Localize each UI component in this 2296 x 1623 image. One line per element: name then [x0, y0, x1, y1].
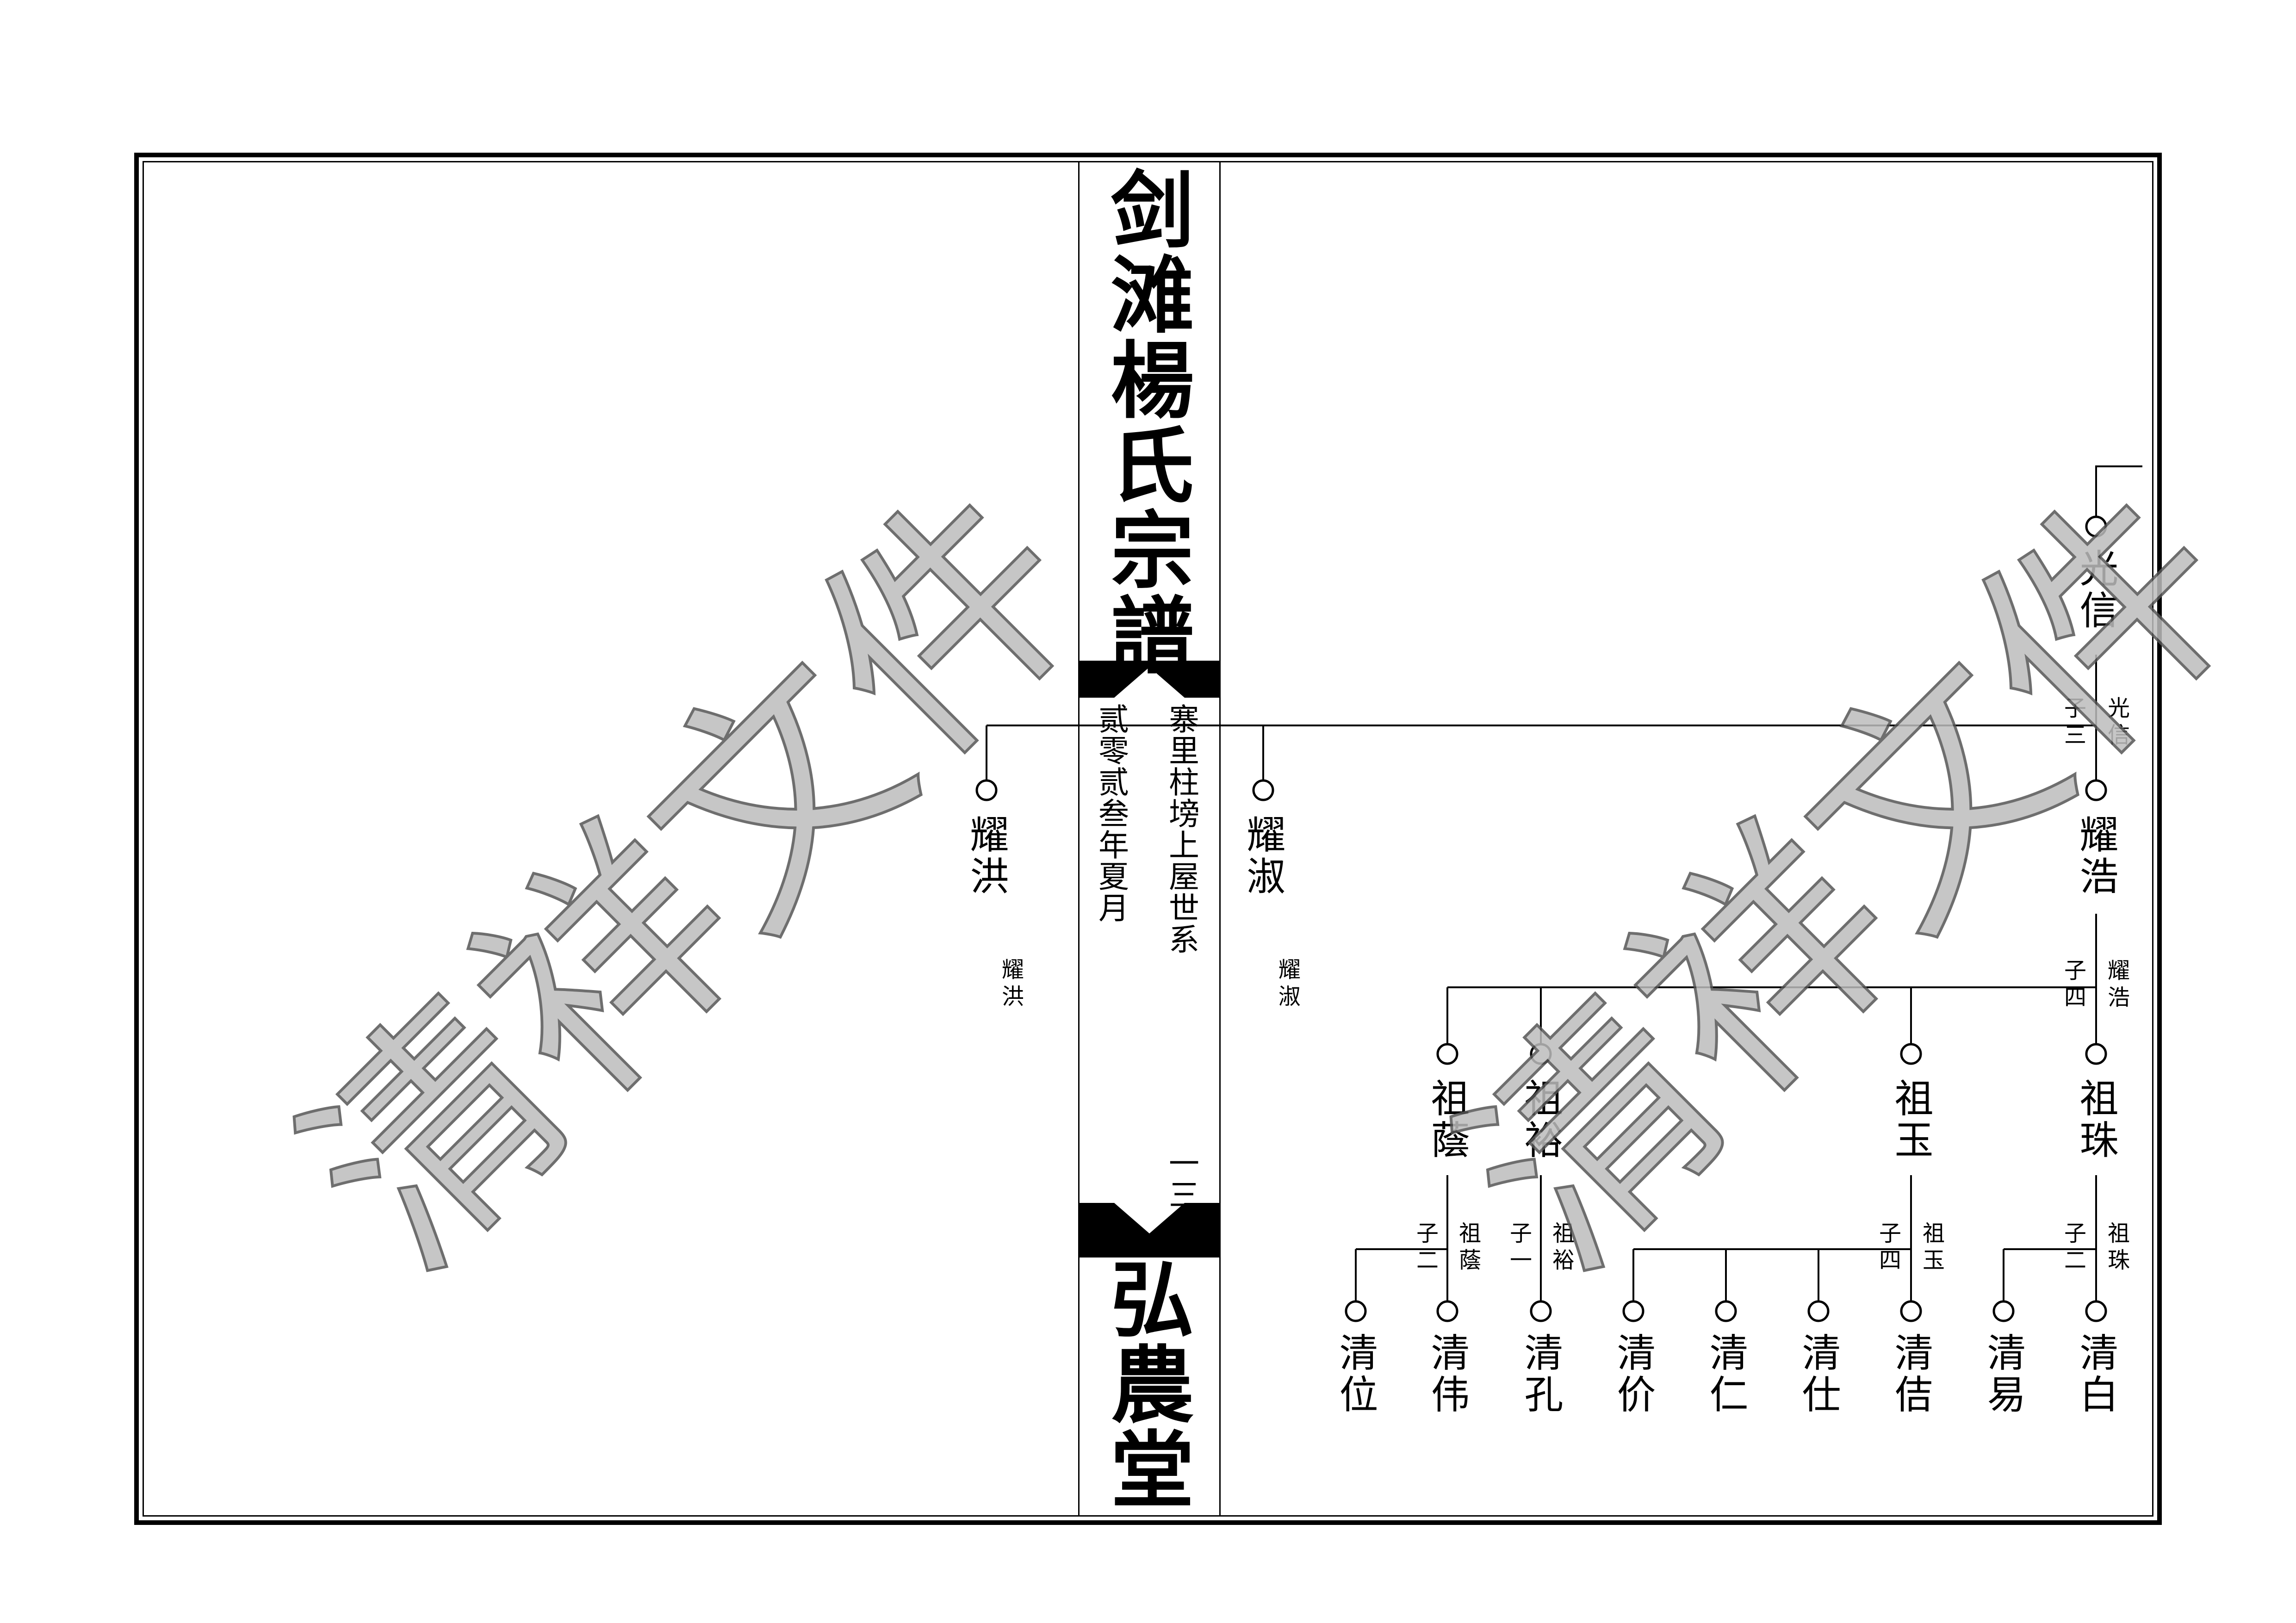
tag-yaohao: 耀浩: [2104, 959, 2129, 1012]
sons-count-yaohao: 子四: [2060, 959, 2086, 1012]
node-circle: [2085, 1043, 2107, 1065]
person-guangxin: 光信: [2073, 548, 2119, 632]
tag-zuyin: 祖蔭: [1455, 1221, 1481, 1275]
inner-frame: [143, 161, 2153, 1517]
node-circle: [1900, 1043, 1922, 1065]
person-yaoshu: 耀淑: [1241, 814, 1286, 898]
person-qingyi: 清易: [1981, 1332, 2026, 1416]
person-yaohao: 耀浩: [2073, 814, 2119, 898]
sons-count-zuyin: 子二: [1412, 1221, 1438, 1275]
node-circle: [1345, 1300, 1367, 1322]
date-label: 贰零贰叁年夏月: [1093, 703, 1129, 923]
node-circle: [1530, 1300, 1552, 1322]
sons-count-zuzhu: 子二: [2060, 1221, 2086, 1275]
node-circle: [975, 779, 998, 801]
tag-zuyu: 祖裕: [1548, 1221, 1574, 1275]
page-number: 一三: [1164, 1147, 1199, 1210]
outer-frame: [134, 153, 2162, 1525]
node-circle: [1252, 779, 1274, 801]
node-circle: [1715, 1300, 1737, 1322]
hall-name: 弘農堂: [1096, 1256, 1194, 1511]
book-spine: [1078, 161, 1221, 1517]
sons-count-zuyu: 子一: [1506, 1221, 1532, 1275]
node-circle: [1436, 1300, 1458, 1322]
person-qingwei2: 清伟: [1425, 1332, 1470, 1416]
person-qingshi: 清仕: [1796, 1332, 1841, 1416]
person-qingkong: 清孔: [1518, 1332, 1564, 1416]
sons-count-guangxin: 子三: [2060, 696, 2086, 750]
book-title: 剑滩楊氏宗譜: [1096, 167, 1194, 677]
person-qingjie: 清价: [1611, 1332, 1656, 1416]
tag-zuyu2: 祖玉: [1918, 1221, 1944, 1275]
person-zuyu2: 祖玉: [1888, 1078, 1934, 1161]
person-qingren: 清仁: [1703, 1332, 1749, 1416]
branch-label: 寨里柱塝上屋世系: [1164, 703, 1199, 955]
node-circle: [2085, 779, 2107, 801]
person-zuyin: 祖蔭: [1425, 1078, 1470, 1161]
node-circle: [1436, 1043, 1458, 1065]
person-qingwei: 清位: [1333, 1332, 1378, 1416]
spine-ribbon-top: [1078, 661, 1221, 698]
person-zuyu: 祖裕: [1518, 1078, 1564, 1161]
person-qingji: 清佶: [1888, 1332, 1934, 1416]
sons-count-zuyu2: 子四: [1875, 1221, 1901, 1275]
node-circle: [2085, 1300, 2107, 1322]
person-qingbai: 清白: [2073, 1332, 2119, 1416]
node-circle: [1530, 1043, 1552, 1065]
node-circle: [1807, 1300, 1830, 1322]
person-yaohong: 耀洪: [964, 814, 1009, 898]
spine-ribbon-bottom: [1078, 1203, 1221, 1258]
node-circle: [1992, 1300, 2015, 1322]
note-yaoshu: 耀淑: [1274, 958, 1300, 1011]
node-circle: [2085, 515, 2107, 538]
note-yaohong: 耀洪: [998, 958, 1024, 1011]
tag-zuzhu: 祖珠: [2104, 1221, 2129, 1275]
node-circle: [1900, 1300, 1922, 1322]
node-circle: [1622, 1300, 1644, 1322]
person-zuzhu: 祖珠: [2073, 1078, 2119, 1161]
tag-guangxin: 光信: [2104, 696, 2129, 750]
